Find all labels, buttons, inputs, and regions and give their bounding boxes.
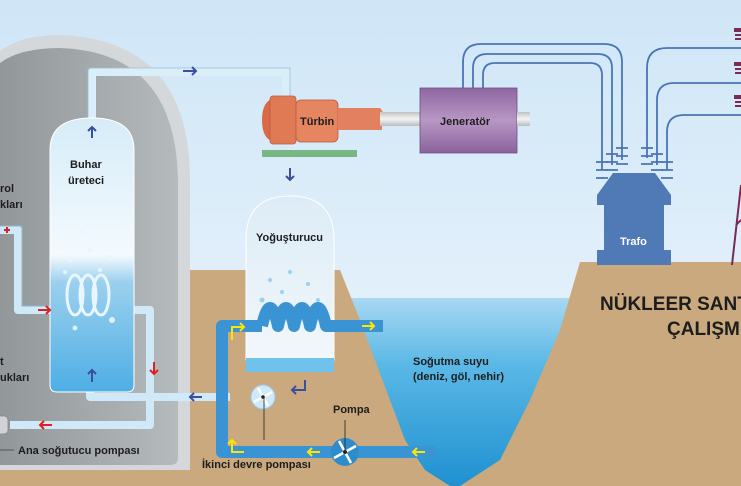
- main-coolant-pump: [0, 415, 9, 435]
- ground-right: [460, 262, 741, 486]
- label-secondary-pump: İkinci devre pompası: [202, 458, 311, 471]
- label-steam-generator-2: üreteci: [68, 175, 104, 187]
- turbine-shaft: [380, 112, 420, 126]
- flow-arrows: [4, 66, 425, 457]
- diagram-title-line2: ÇALIŞM: [667, 319, 740, 340]
- transformer: [597, 173, 671, 265]
- tower-insulators: [734, 28, 741, 107]
- diagram-title-line1: NÜKLEER SANT: [600, 294, 741, 315]
- turbine: [262, 95, 384, 145]
- label-control-rods-2: kları: [0, 199, 23, 211]
- steam-generator: [49, 117, 135, 393]
- insulators: [596, 147, 673, 179]
- label-condenser: Yoğuşturucu: [256, 232, 323, 244]
- label-fuel-rods-2: ukları: [0, 372, 29, 384]
- label-cooling-water-2: (deniz, göl, nehir): [413, 371, 504, 383]
- transmission-tower: [731, 184, 741, 266]
- secondary-pump: [250, 384, 276, 410]
- label-transformer: Trafo: [620, 236, 647, 248]
- label-steam-generator-1: Buhar: [70, 159, 103, 171]
- label-fuel-rods-1: t: [0, 356, 4, 368]
- generator: [419, 87, 518, 154]
- label-turbine: Türbin: [300, 116, 334, 128]
- generator-shaft: [517, 112, 530, 126]
- power-lines: [462, 43, 741, 170]
- label-control-rods-1: rol: [0, 183, 14, 195]
- label-cooling-water-1: Soğutma suyu: [413, 356, 489, 368]
- label-pump: Pompa: [333, 404, 371, 416]
- label-generator: Jeneratör: [440, 116, 491, 128]
- turbine-base-plate: [262, 150, 357, 157]
- label-main-coolant-pump: Ana soğutucu pompası: [18, 445, 140, 457]
